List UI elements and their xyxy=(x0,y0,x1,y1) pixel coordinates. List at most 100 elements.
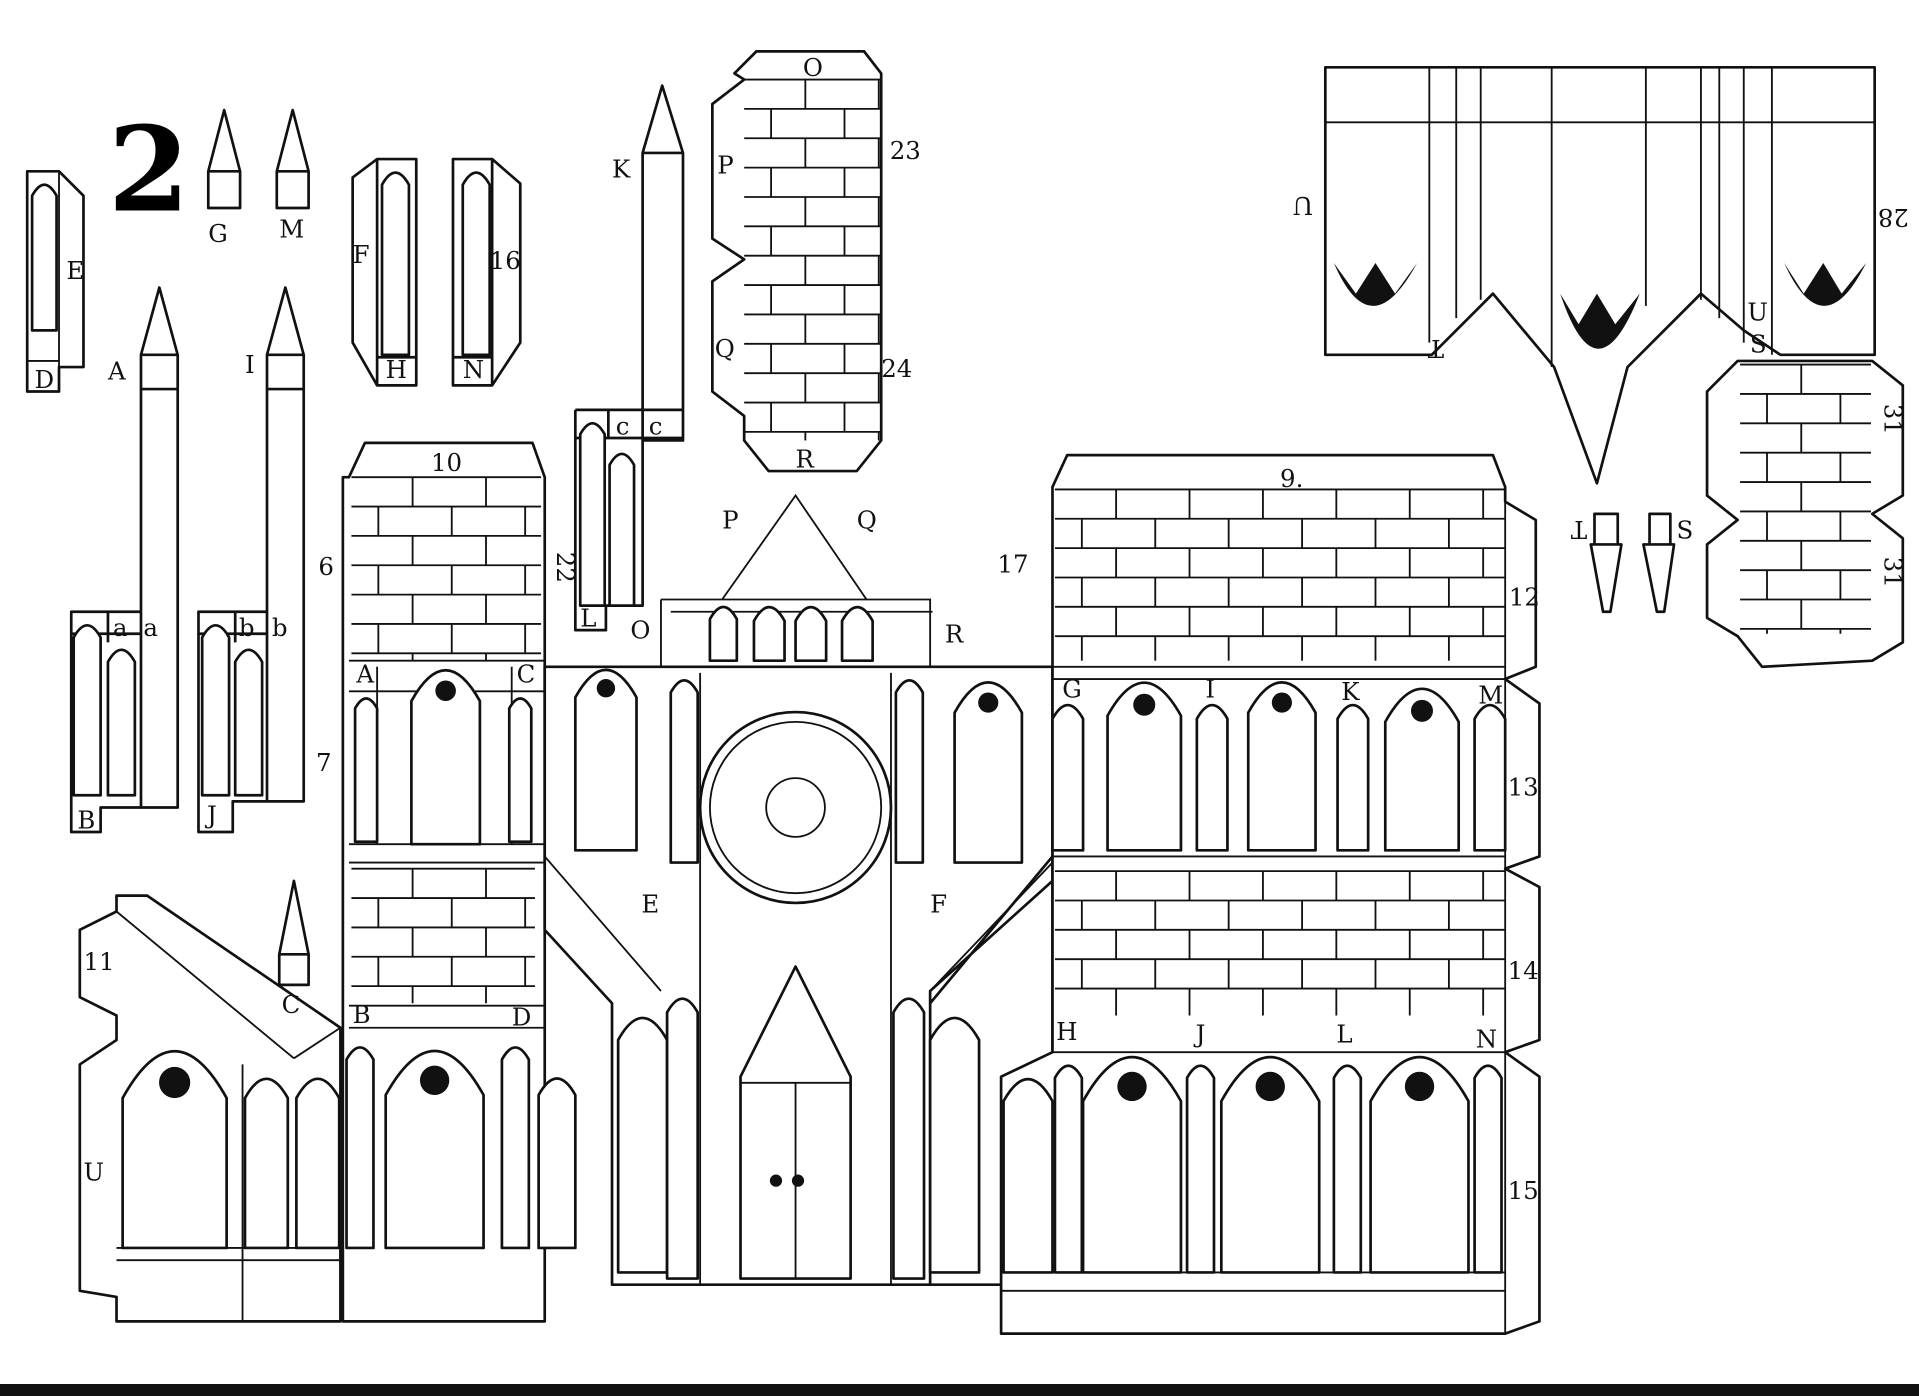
label: 7 xyxy=(316,748,332,777)
label: N xyxy=(1476,1024,1497,1053)
arched-window xyxy=(106,648,137,797)
labels: 2 E D G M F 16 H N A I a a b b B J K c c… xyxy=(35,53,1909,1205)
label: K xyxy=(612,154,631,183)
arched-window xyxy=(1081,1056,1183,1274)
piece-top-gallery xyxy=(1323,65,1877,485)
arched-window xyxy=(1002,1077,1054,1274)
tracery xyxy=(978,692,999,713)
label: D xyxy=(512,1002,532,1031)
arched-window xyxy=(665,997,700,1280)
label: H xyxy=(1056,1017,1077,1046)
label: R xyxy=(796,444,815,473)
arched-window xyxy=(200,624,231,797)
label: 16 xyxy=(490,246,521,275)
label: F xyxy=(930,890,947,919)
label: E xyxy=(66,256,84,285)
cutout-pieces xyxy=(25,50,1905,1335)
arched-window xyxy=(243,1077,290,1250)
label: b xyxy=(272,613,288,642)
label: J xyxy=(1193,1019,1206,1048)
label: O xyxy=(630,616,650,645)
label: U xyxy=(1747,298,1768,327)
label: I xyxy=(245,350,255,379)
label: G xyxy=(208,219,228,248)
label: c xyxy=(649,411,663,440)
tracery xyxy=(1271,692,1292,713)
arched-window xyxy=(616,1016,669,1274)
piece-spire-T xyxy=(1589,512,1623,614)
tracery xyxy=(1255,1071,1285,1102)
piece-spire-G xyxy=(206,108,242,210)
label: 31 xyxy=(1878,404,1907,435)
arched-window xyxy=(752,605,786,663)
arched-window xyxy=(295,1077,341,1250)
label: 17 xyxy=(997,550,1028,579)
sheet-number: 2 xyxy=(108,100,190,238)
scan-edge xyxy=(0,1384,1919,1396)
label: H xyxy=(386,355,407,384)
tracery xyxy=(596,679,616,698)
label: 10 xyxy=(431,448,462,477)
arched-window xyxy=(1053,1064,1084,1274)
arched-window xyxy=(892,997,926,1280)
label: P xyxy=(722,506,738,535)
arched-window xyxy=(500,1046,531,1250)
label: E xyxy=(641,890,659,919)
label: N xyxy=(463,355,484,384)
label: 24 xyxy=(881,354,912,383)
label: 14 xyxy=(1508,956,1539,985)
arched-window xyxy=(608,452,636,607)
label: D xyxy=(35,365,55,394)
label: Q xyxy=(715,334,735,363)
label: 23 xyxy=(890,136,921,165)
label: O xyxy=(803,53,823,82)
label: 6 xyxy=(318,552,334,581)
label: 12 xyxy=(1509,583,1540,612)
label: 31 xyxy=(1878,557,1907,588)
label: K xyxy=(1341,677,1360,706)
arched-window xyxy=(669,679,700,864)
arched-window xyxy=(794,605,828,663)
arched-window xyxy=(537,1077,577,1250)
arched-window xyxy=(384,1049,485,1250)
label: B xyxy=(353,1000,371,1029)
arched-window xyxy=(345,1046,375,1250)
label: A xyxy=(355,660,374,689)
arched-window xyxy=(507,697,533,844)
label: L xyxy=(1336,1019,1352,1048)
arched-window xyxy=(894,679,925,864)
label: L xyxy=(580,603,596,632)
label: J xyxy=(204,800,217,829)
tracery xyxy=(1410,699,1433,722)
label: c xyxy=(616,411,630,440)
label: 13 xyxy=(1508,772,1539,801)
label: 22 xyxy=(551,552,580,583)
arched-window xyxy=(1051,703,1085,852)
arched-window xyxy=(353,697,379,844)
label: b xyxy=(239,613,255,642)
arched-window xyxy=(573,668,638,852)
gothic-windows xyxy=(30,171,1507,1280)
label: M xyxy=(279,214,304,243)
arched-window xyxy=(1369,1056,1470,1274)
label: C xyxy=(517,660,536,689)
arched-window xyxy=(1195,703,1229,852)
arched-window xyxy=(121,1049,228,1250)
label: S xyxy=(1750,329,1767,358)
arched-window xyxy=(1106,681,1183,852)
arched-window xyxy=(1246,681,1317,852)
piece-brick-wall-O xyxy=(711,50,883,473)
label: A xyxy=(107,356,126,385)
arched-window xyxy=(1336,703,1370,852)
tracery xyxy=(435,680,456,702)
arched-window xyxy=(30,183,58,332)
arched-window xyxy=(708,605,739,663)
label: Q xyxy=(857,506,877,535)
label: a xyxy=(143,613,158,642)
label: C xyxy=(282,990,301,1019)
arched-window xyxy=(1185,1064,1216,1274)
arched-window xyxy=(1473,1064,1503,1274)
label: S xyxy=(1676,515,1693,544)
label: F xyxy=(353,240,370,269)
